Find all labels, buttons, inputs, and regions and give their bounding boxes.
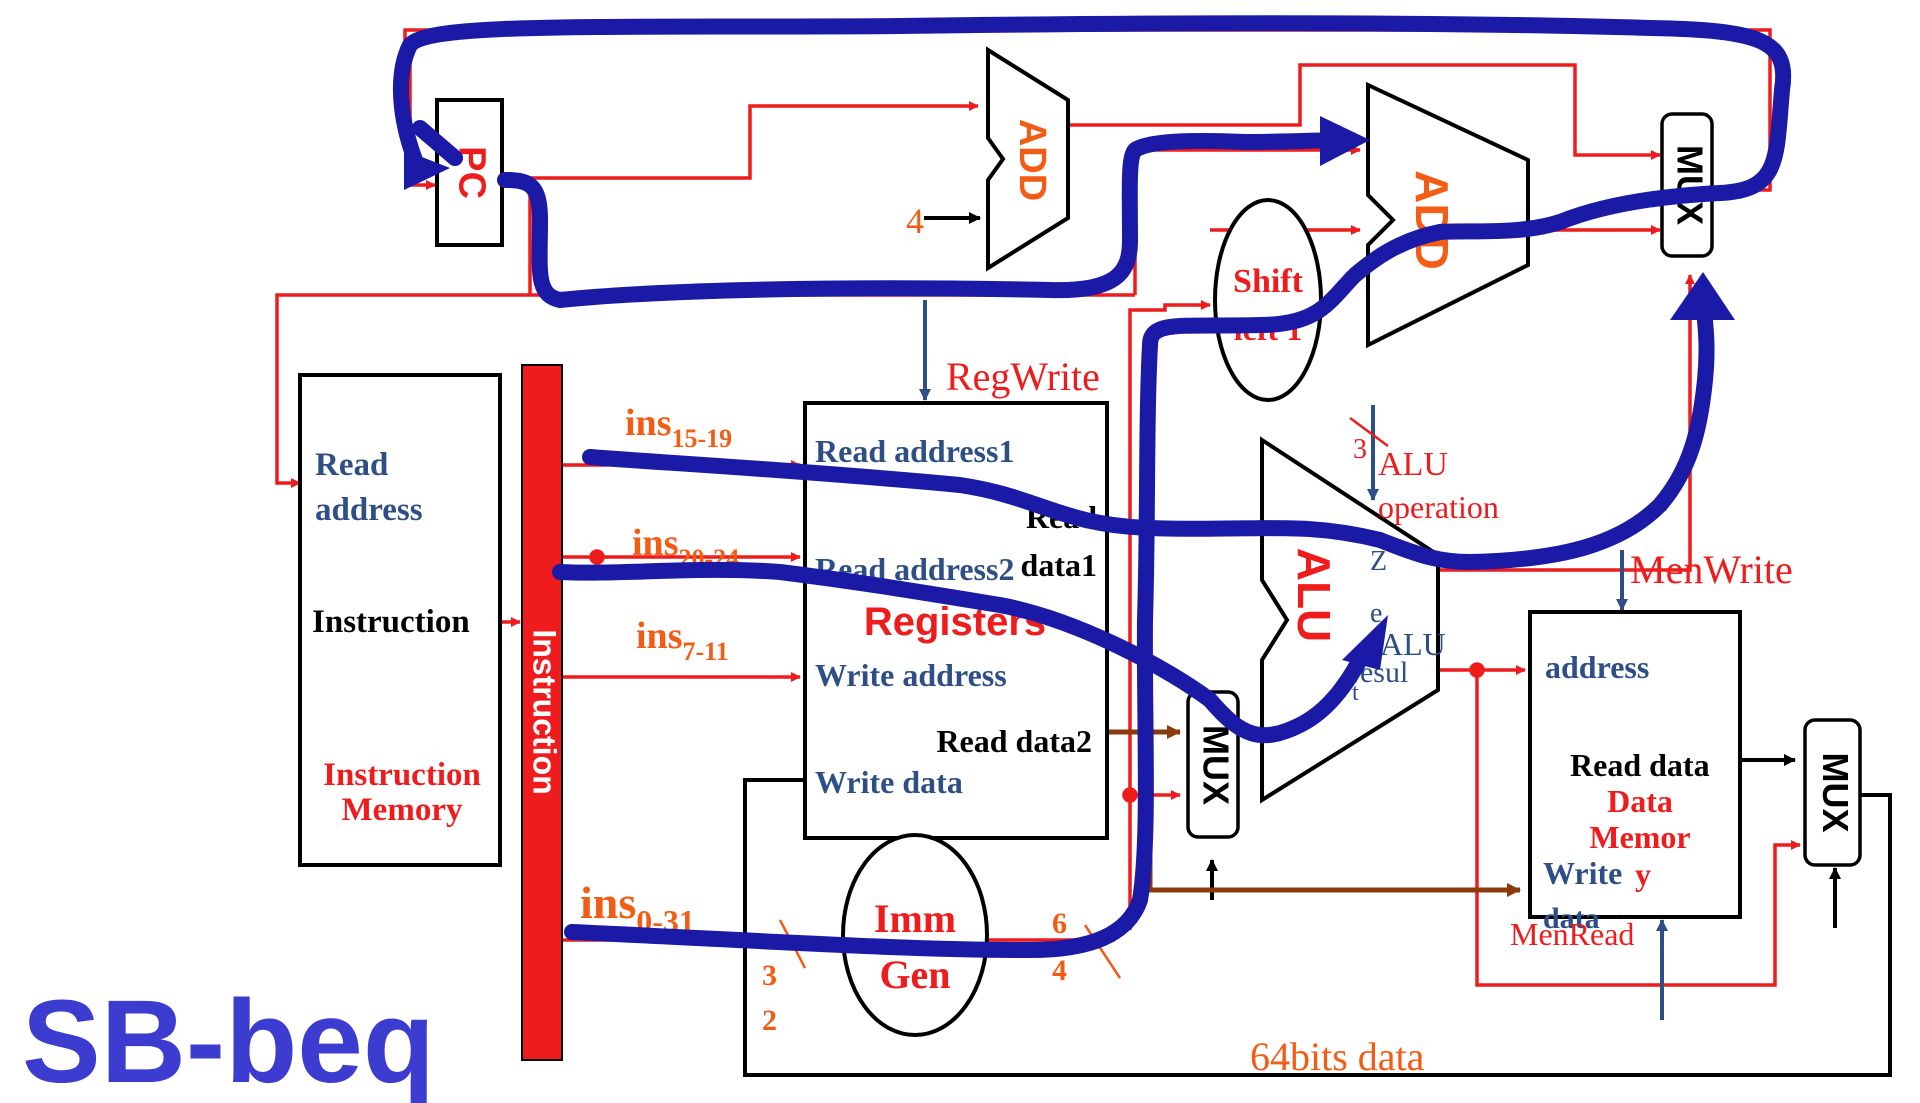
dmem-title: Data — [1607, 783, 1673, 819]
imm-in-bits: 3 — [762, 959, 777, 992]
imem-instruction-out: Instruction — [312, 604, 470, 640]
dmem-title-3: y — [1635, 856, 1651, 892]
dmem-write-data: Write — [1543, 855, 1622, 891]
instruction-memory — [298, 373, 502, 867]
menwrite-label: MenWrite — [1630, 547, 1793, 592]
imem-read-address: Read — [315, 447, 388, 483]
instruction-bus — [521, 364, 563, 1061]
imm-out-slash — [1083, 924, 1122, 979]
arrowhead-alu — [1342, 615, 1388, 670]
pc-register — [435, 98, 504, 247]
add2-label: ADD — [1406, 170, 1458, 270]
bus-64-label: 64bits data — [1250, 1034, 1425, 1079]
imm-out-bits: 6 — [1052, 907, 1067, 940]
arrowhead-mux-top — [1670, 272, 1735, 320]
mux-alu-source — [1186, 690, 1240, 839]
alu-zero-2: e — [1370, 598, 1382, 629]
dmem-read-data: Read data — [1570, 747, 1710, 783]
mux-mem-to-reg — [1803, 718, 1862, 867]
imm-in-bits-2: 2 — [762, 1004, 777, 1037]
imm-gen-label: Imm — [874, 896, 956, 941]
dmem-write-data-2: data — [1543, 902, 1600, 935]
reg-write-address: Write address — [815, 657, 1007, 693]
instruction-bus-label: Instruction — [527, 629, 563, 794]
imem-title-2: Memory — [342, 792, 463, 828]
reg-read-address1: Read address1 — [815, 433, 1014, 469]
alu-label: ALU — [1288, 548, 1340, 643]
alu-operation-label: ALU — [1378, 446, 1448, 483]
imem-title: Instruction — [323, 757, 481, 793]
reg-read-data2: Read data2 — [936, 723, 1092, 759]
add1-label: ADD — [1011, 119, 1053, 201]
beq-highlight-path — [392, 15, 1792, 958]
imm-gen — [841, 833, 989, 1037]
imm-out-bits-2: 4 — [1052, 954, 1067, 987]
control-arrows — [919, 300, 1668, 1020]
alu-zero: Z — [1370, 546, 1387, 577]
alu-result-label: ALU — [1380, 626, 1446, 662]
alu-result-label-3: t — [1352, 680, 1359, 706]
adder-pc4 — [986, 46, 1070, 272]
slide-title: SB-beq — [22, 976, 435, 1103]
alu-op-bits: 3 — [1353, 434, 1367, 465]
imem-read-address-2: address — [315, 492, 423, 528]
data-memory — [1528, 610, 1742, 919]
black-wires — [743, 212, 1892, 1077]
adder-branch — [1366, 81, 1530, 349]
dmem-title-2: Memor — [1589, 819, 1690, 855]
shift-left-1 — [1213, 198, 1323, 402]
alu-operation-label-2: operation — [1378, 489, 1499, 525]
alu-op-slash — [1349, 416, 1389, 448]
imm-gen-label-2: Gen — [879, 952, 950, 997]
arrowhead-add2 — [1320, 116, 1370, 166]
menread-label: MenRead — [1510, 916, 1634, 952]
field-rd: ins7-11 — [636, 615, 729, 666]
blue-arrowheads — [404, 116, 1735, 670]
reg-write-data: Write data — [815, 764, 963, 800]
arrowhead-pc — [404, 150, 450, 190]
mux-alu-label: MUX — [1195, 725, 1236, 805]
mux-pc-source — [1660, 112, 1714, 258]
mux-mem-label: MUX — [1815, 753, 1856, 833]
mux-top-label: MUX — [1669, 145, 1710, 225]
dmem-address: address — [1545, 649, 1649, 685]
reg-read-data1-2: data1 — [1021, 547, 1097, 583]
constant-four: 4 — [906, 201, 924, 241]
regwrite-label: RegWrite — [946, 354, 1100, 399]
field-rs1: ins15-19 — [625, 402, 732, 453]
shift-label: Shift — [1233, 263, 1304, 300]
